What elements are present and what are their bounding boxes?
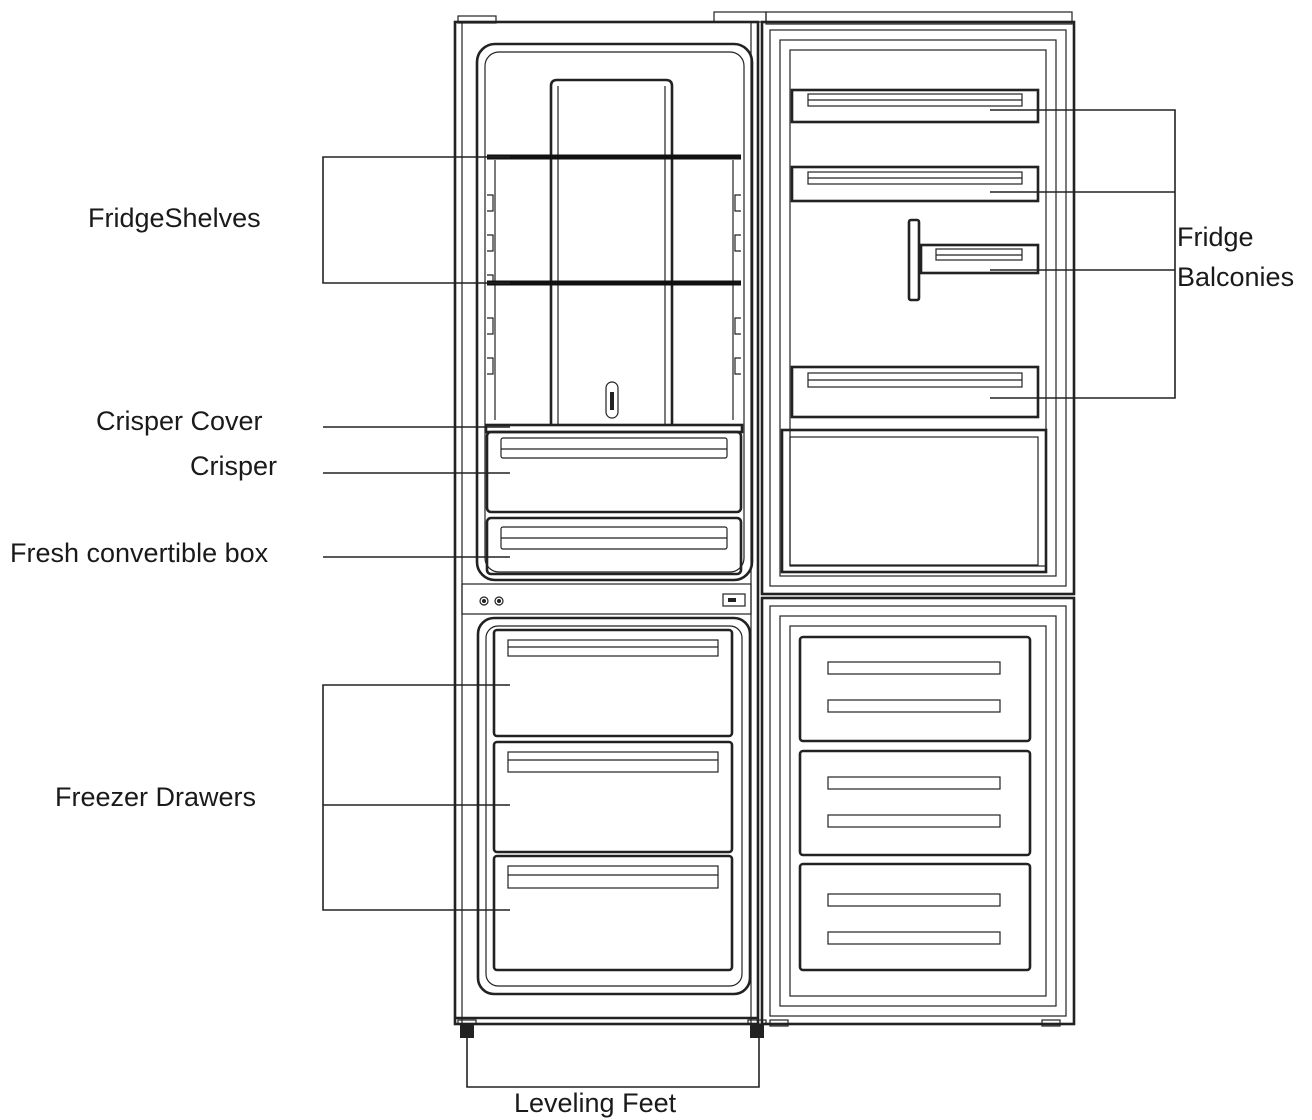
- egg-holder: [907, 218, 921, 302]
- leveling-foot: [747, 1019, 767, 1038]
- callout-leveling-feet: [466, 1038, 760, 1088]
- freezer-door-panel: [798, 862, 1032, 972]
- fridge-door: [760, 11, 1076, 596]
- freezer-drawer: [492, 740, 734, 854]
- callout-freezer-drawers: [322, 684, 510, 911]
- door-balcony: [790, 165, 1040, 203]
- freezer-drawer: [492, 628, 734, 738]
- label-crisper: Crisper: [190, 451, 277, 481]
- door-balcony: [919, 243, 1040, 275]
- label-fridge-balconies-line1: Fridge: [1177, 222, 1254, 252]
- label-fridge-balconies-line2: Balconies: [1177, 262, 1294, 292]
- door-bottle-bin: [780, 428, 1048, 574]
- label-freezer-drawers: Freezer Drawers: [55, 782, 256, 812]
- label-crisper-cover: Crisper Cover: [96, 406, 263, 436]
- crisper-drawer: [485, 430, 743, 514]
- control-panel: [461, 583, 752, 615]
- callout-fridge-balconies: [990, 109, 1176, 399]
- label-fridge-shelves: FridgeShelves: [88, 203, 261, 233]
- leveling-foot: [457, 1019, 477, 1038]
- refrigerator-cabinet: [453, 11, 767, 1026]
- label-leveling-feet: Leveling Feet: [514, 1088, 677, 1118]
- door-balcony: [790, 365, 1040, 419]
- callout-fridge-shelves: [322, 156, 510, 284]
- freezer-door-panel: [798, 749, 1032, 857]
- door-balcony: [790, 88, 1040, 124]
- freezer-door: [760, 596, 1076, 1027]
- label-fresh-convertible-box: Fresh convertible box: [10, 538, 269, 568]
- freezer-drawer: [492, 854, 734, 972]
- fresh-convertible-box: [485, 516, 743, 576]
- freezer-door-panel: [798, 635, 1032, 743]
